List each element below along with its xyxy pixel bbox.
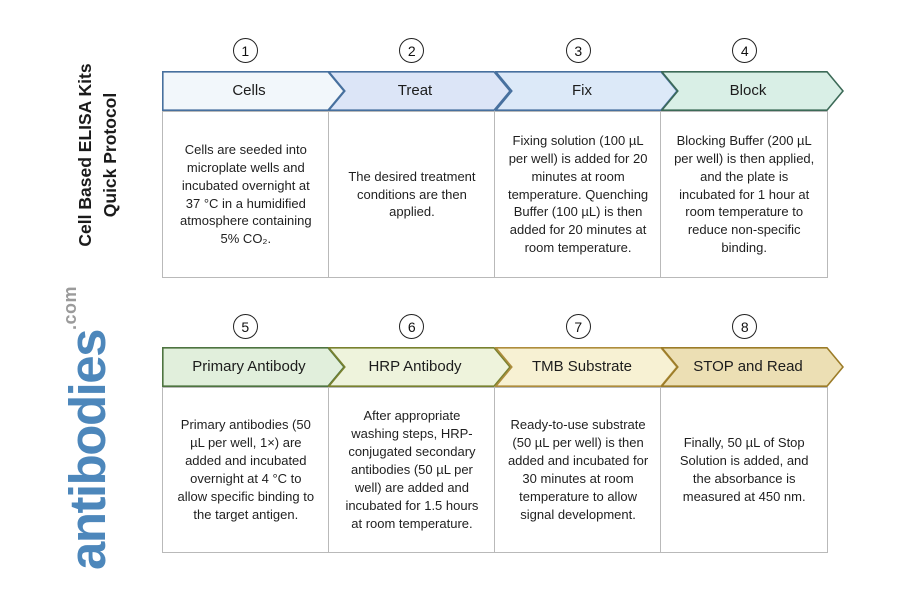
step-arrow-hrp-antibody: HRP Antibody xyxy=(328,347,511,387)
step-arrow-stop-and-read: STOP and Read xyxy=(661,347,844,387)
arrow-banner-row-2: Primary Antibody HRP Antibody TMB Substr… xyxy=(162,347,844,387)
step-label-tmb-substrate: TMB Substrate xyxy=(531,358,633,375)
step-numbers-row-2: 5 6 7 8 xyxy=(162,314,828,340)
step-numbers-row-1: 1 2 3 4 xyxy=(162,38,828,64)
step-arrow-cells: Cells xyxy=(162,71,345,111)
step-description-box-2: The desired treatment conditions are the… xyxy=(328,111,496,278)
step-number-circle-8: 8 xyxy=(732,314,758,339)
step-number-6: 6 xyxy=(407,318,416,335)
step-description-6: After appropriate washing steps, HRP-con… xyxy=(345,408,479,531)
step-description-box-6: After appropriate washing steps, HRP-con… xyxy=(328,387,496,553)
step-number-4: 4 xyxy=(740,42,749,59)
step-number-5: 5 xyxy=(241,318,250,335)
step-description-5: Primary antibodies (50 µL per well, 1×) … xyxy=(177,417,315,522)
step-number-circle-7: 7 xyxy=(565,314,591,339)
step-description-box-1: Cells are seeded into microplate wells a… xyxy=(162,111,330,278)
step-label-block: Block xyxy=(729,82,767,99)
step-number-circle-1: 1 xyxy=(232,38,258,63)
step-description-box-8: Finally, 50 µL of Stop Solution is added… xyxy=(660,387,828,553)
step-number-circle-2: 2 xyxy=(399,38,425,63)
brand-logo-suffix: .com xyxy=(60,285,80,330)
step-description-box-3: Fixing solution (100 µL per well) is add… xyxy=(494,111,662,278)
page-title: Cell Based ELISA Kits Quick Protocol xyxy=(73,25,125,285)
step-number-circle-3: 3 xyxy=(565,38,591,63)
step-number-circle-6: 6 xyxy=(399,314,425,339)
step-number-1: 1 xyxy=(241,42,250,59)
step-label-fix: Fix xyxy=(572,82,592,99)
step-description-8: Finally, 50 µL of Stop Solution is added… xyxy=(679,435,809,504)
description-row-2: Primary antibodies (50 µL per well, 1×) … xyxy=(162,387,828,553)
chevron-arrow-shape xyxy=(328,71,511,111)
step-arrow-primary-antibody: Primary Antibody xyxy=(162,347,345,387)
step-description-2: The desired treatment conditions are the… xyxy=(348,168,476,220)
chevron-arrow-shape xyxy=(661,347,844,387)
brand-logo: antibodies.com xyxy=(58,268,122,588)
step-arrow-fix: Fix xyxy=(495,71,678,111)
step-arrow-block: Block xyxy=(661,71,844,111)
step-number-circle-4: 4 xyxy=(732,38,758,63)
step-arrow-treat: Treat xyxy=(328,71,511,111)
page-title-line2: Quick Protocol xyxy=(99,92,120,218)
step-label-stop-and-read: STOP and Read xyxy=(693,358,803,375)
step-description-box-4: Blocking Buffer (200 µL per well) is the… xyxy=(660,111,828,278)
step-number-8: 8 xyxy=(740,318,749,335)
step-number-3: 3 xyxy=(574,42,583,59)
chevron-arrow-shape xyxy=(328,347,511,387)
step-description-7: Ready-to-use substrate (50 µL per well) … xyxy=(507,417,649,522)
description-row-1: Cells are seeded into microplate wells a… xyxy=(162,111,828,278)
arrow-banner-row-1: Cells Treat Fix xyxy=(162,71,844,111)
step-row-2: 5 6 7 8 Primary Antibody HRP Antibody xyxy=(162,314,844,553)
step-number-2: 2 xyxy=(407,42,416,59)
step-label-primary-antibody: Primary Antibody xyxy=(192,358,306,375)
step-label-cells: Cells xyxy=(232,82,266,99)
step-label-treat: Treat xyxy=(397,82,433,99)
page-title-line1: Cell Based ELISA Kits xyxy=(75,63,95,247)
step-description-3: Fixing solution (100 µL per well) is add… xyxy=(507,132,649,256)
step-description-box-7: Ready-to-use substrate (50 µL per well) … xyxy=(494,387,662,553)
step-number-circle-5: 5 xyxy=(232,314,258,339)
step-arrow-tmb-substrate: TMB Substrate xyxy=(495,347,678,387)
step-number-7: 7 xyxy=(574,318,583,335)
step-description-4: Blocking Buffer (200 µL per well) is the… xyxy=(674,132,815,256)
protocol-diagram: 1 2 3 4 Cells Treat xyxy=(162,0,845,553)
step-description-1: Cells are seeded into microplate wells a… xyxy=(180,141,312,247)
chevron-arrow-shape xyxy=(661,71,844,111)
step-label-hrp-antibody: HRP Antibody xyxy=(368,358,462,375)
step-description-box-5: Primary antibodies (50 µL per well, 1×) … xyxy=(162,387,330,553)
brand-logo-text: antibodies xyxy=(59,330,116,571)
step-row-1: 1 2 3 4 Cells Treat xyxy=(162,38,844,278)
